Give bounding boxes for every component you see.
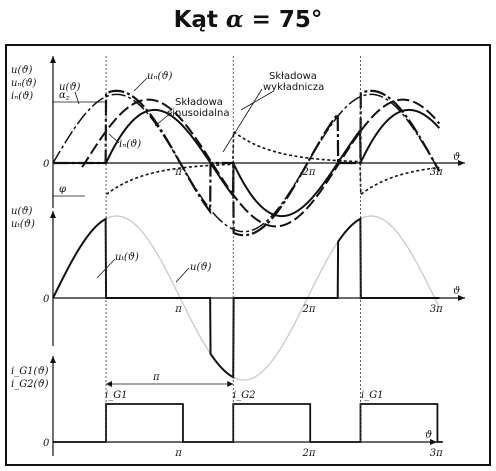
diagram-frame: u(ϑ) uₙ(ϑ) iₙ(ϑ) 0 u(ϑ) uₙ(ϑ) Składowa s… — [5, 44, 491, 466]
pi-span-arrow-left — [106, 381, 113, 387]
panel3-y-label-ig2: i_G2(ϑ) — [11, 379, 49, 390]
panel-3: i_G1(ϑ) i_G2(ϑ) 0 π i_G1 i_G2 i_G1 ϑ — [11, 356, 443, 456]
pi-tick-label: π — [174, 167, 182, 178]
gate-pulse-label: i_G1 — [361, 390, 384, 401]
label-exponential-line2: wykładnicza — [263, 82, 324, 93]
panel2-y-label-u: u(ϑ) — [11, 206, 32, 217]
phi-label: φ — [59, 184, 66, 195]
gate-pulse-label: i_G2 — [233, 390, 256, 401]
pi-tick-label: 2π — [301, 448, 315, 459]
label-exponential-line1: Składowa — [269, 71, 317, 82]
pi-tick-label: 3π — [430, 448, 443, 459]
panel3-y-label-ig1: i_G1(ϑ) — [11, 366, 49, 377]
panel1-y-label-un: uₙ(ϑ) — [11, 78, 37, 89]
label-u-panel2-leader — [175, 267, 190, 283]
panel2-y-label-ut: uₜ(ϑ) — [11, 219, 35, 230]
panel-2: u(ϑ) uₜ(ϑ) 0 uₜ(ϑ) u(ϑ) ϑ — [11, 206, 465, 381]
label-sinusoidal-line2: sinusoidalna — [167, 108, 230, 119]
panel1-x-label: ϑ — [453, 152, 460, 163]
exponential-component-curve — [105, 130, 440, 197]
label-un: uₙ(ϑ) — [147, 71, 173, 82]
gate-current-pulses — [53, 403, 443, 443]
gate-pulse-label: i_G1 — [105, 390, 128, 401]
pi-span-label: π — [152, 372, 160, 383]
label-sinusoidal-leader — [154, 111, 173, 127]
pi-span-arrow-right — [227, 381, 234, 387]
label-un-leader — [133, 77, 148, 92]
alpha-label: αz — [59, 90, 70, 102]
pi-tick-label: 2π — [301, 167, 315, 178]
pi-tick-label: 3π — [430, 304, 443, 315]
firing-angle-guides — [105, 56, 361, 442]
label-exponential-leader — [222, 88, 263, 153]
label-exponential-leader-2 — [240, 91, 273, 111]
label-in: iₙ(ϑ) — [119, 139, 141, 150]
pi-tick-label: 3π — [430, 167, 443, 178]
panel3-y-arrow — [50, 356, 56, 363]
label-in-leader — [108, 133, 120, 144]
label-ut: uₜ(ϑ) — [115, 252, 139, 263]
sinusoidal-component-curve — [81, 98, 441, 228]
label-u-panel2: u(ϑ) — [190, 262, 211, 273]
panel2-x-label: ϑ — [453, 286, 460, 297]
supply-voltage-curve — [52, 93, 441, 233]
panel3-zero: 0 — [43, 438, 50, 449]
panel1-y-arrow — [50, 56, 56, 63]
chart-title: Kąt α = 75° — [173, 6, 323, 33]
panel2-y-arrow — [50, 211, 56, 218]
pi-tick-label: π — [174, 448, 182, 459]
panel1-x-arrow — [458, 160, 465, 166]
label-u: u(ϑ) — [59, 82, 80, 93]
panel3-x-arrow — [430, 439, 437, 445]
pi-tick-label: 2π — [301, 304, 315, 315]
thyristor-voltage-curve — [52, 217, 440, 379]
load-voltage-curve — [53, 89, 441, 237]
panel1-y-label-u: u(ϑ) — [11, 65, 32, 76]
panel2-supply-voltage-curve — [52, 215, 440, 381]
panel1-y-label-in: iₙ(ϑ) — [11, 91, 33, 102]
pi-tick-labels: π 2π 3π π 2π 3π π 2π 3π — [174, 167, 443, 459]
waveform-diagram: u(ϑ) uₙ(ϑ) iₙ(ϑ) 0 u(ϑ) uₙ(ϑ) Składowa s… — [11, 56, 465, 459]
panel2-x-arrow — [458, 295, 465, 301]
panel3-x-label: ϑ — [425, 430, 432, 441]
panel2-zero: 0 — [43, 294, 50, 305]
label-sinusoidal-line1: Składowa — [175, 97, 223, 108]
panel-1: u(ϑ) uₙ(ϑ) iₙ(ϑ) 0 u(ϑ) uₙ(ϑ) Składowa s… — [11, 56, 465, 237]
pi-tick-label: π — [174, 304, 182, 315]
panel1-zero: 0 — [43, 159, 50, 170]
